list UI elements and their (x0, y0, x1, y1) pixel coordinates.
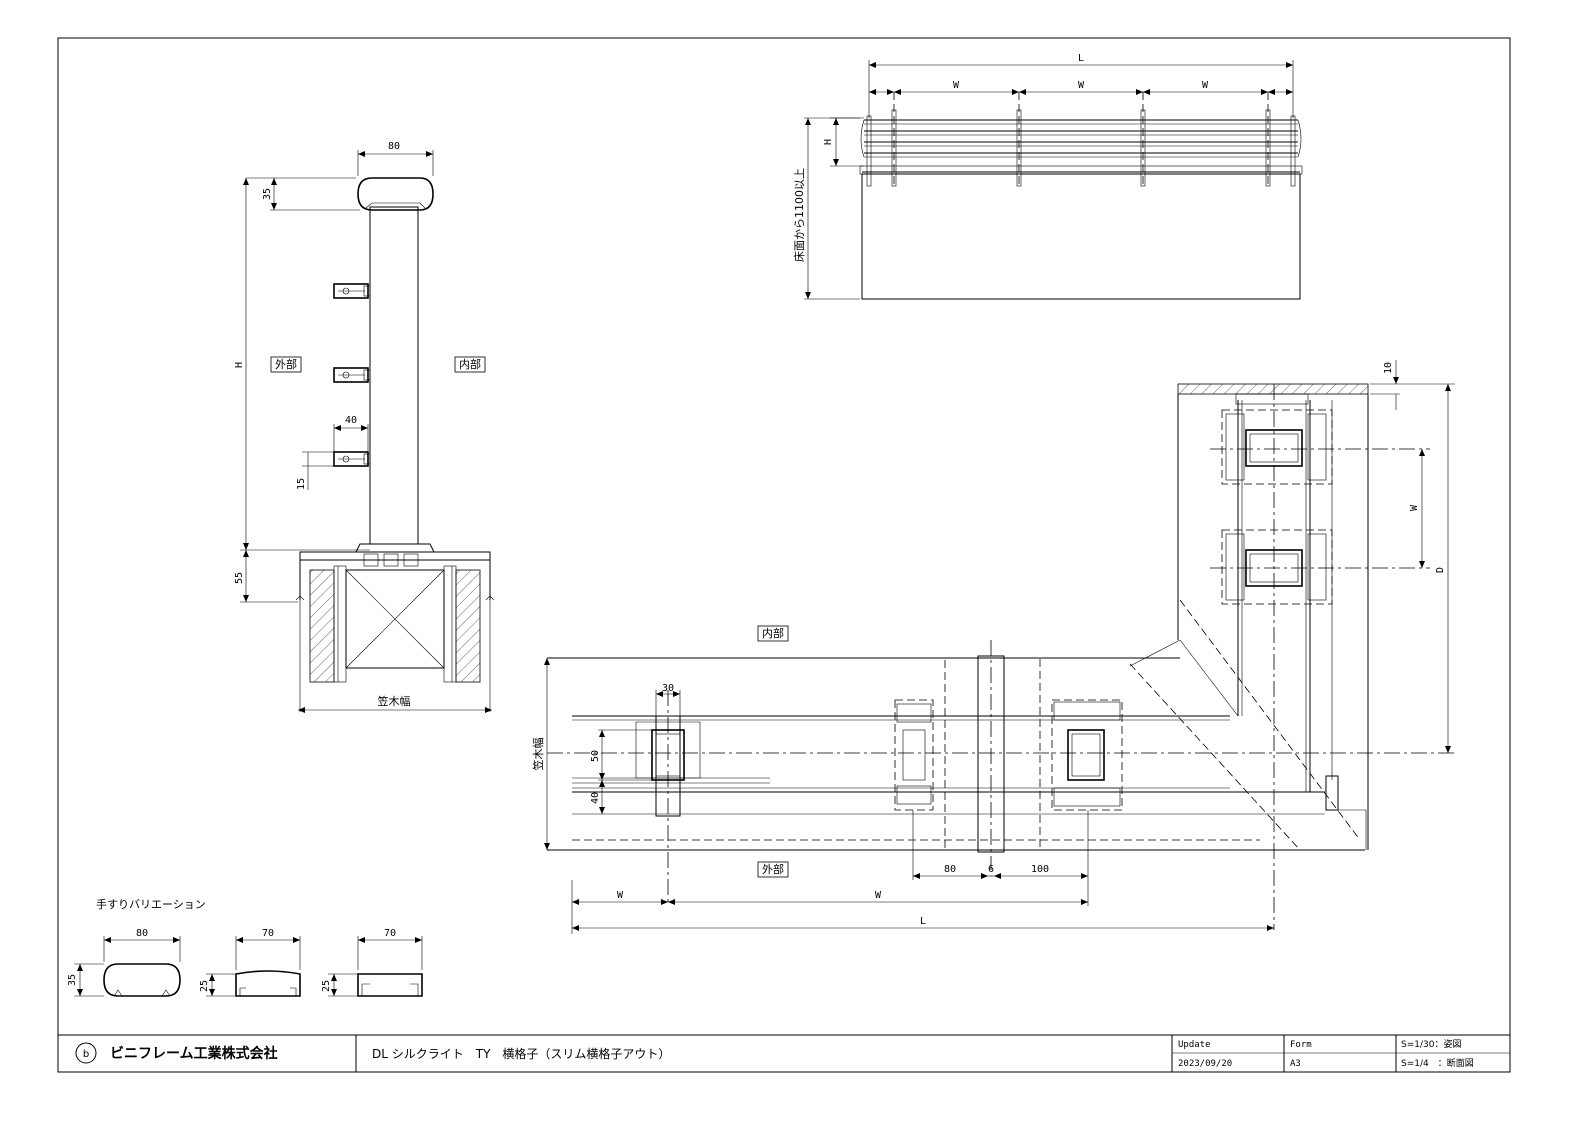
core-box (345, 569, 445, 669)
dim-kasagi-width: 笠木幅 (378, 694, 411, 708)
post (369, 206, 419, 545)
handrail-cap (357, 177, 434, 211)
variation-3-height: 25 (321, 980, 332, 992)
plan-dim-40: 40 (590, 792, 601, 804)
update-label: Update (1178, 1040, 1211, 1050)
dim-h: H (234, 362, 245, 368)
dim-55: 55 (234, 572, 245, 584)
parapet-wall (861, 173, 1301, 300)
plan-dim-100: 100 (1031, 864, 1049, 875)
plan-dim-50: 50 (590, 750, 601, 762)
scale-1: S=1/30：姿図 (1401, 1038, 1461, 1050)
horizontal-bar-1 (333, 283, 371, 299)
dim-15: 15 (296, 478, 307, 490)
label-inside: 内部 (459, 357, 481, 371)
product-name: DL シルクライト TY 横格子（スリム横格子アウト） (372, 1046, 670, 1061)
plan-dim-l: L (920, 916, 926, 927)
horizontal-bar-3 (333, 451, 371, 467)
dim-40: 40 (345, 415, 357, 426)
company-name: ビニフレーム工業株式会社 (110, 1045, 278, 1062)
plan-dim-w-mid: W (875, 890, 882, 901)
horizontal-bar-2 (333, 367, 371, 383)
variation-2-height: 25 (199, 980, 210, 992)
variation-2-width: 70 (262, 928, 274, 939)
scale-2: S=1/4 ：断面図 (1401, 1057, 1474, 1069)
company-logo: b (75, 1042, 97, 1064)
form-label: Form (1290, 1040, 1312, 1050)
plan-dim-kasagi-width: 笠木幅 (531, 738, 545, 771)
plan-post-mid (894, 640, 1123, 870)
plan-dim-10: 10 (1383, 362, 1394, 374)
elev-dim-w1: W (953, 80, 960, 91)
plan-dim-d: D (1435, 567, 1446, 573)
handrail-variations: 手すりバリエーション 80 35 70 25 (67, 897, 423, 997)
plan-view: 内部 外部 笠木幅 30 50 40 80 6 100 W W L 10 (531, 360, 1455, 934)
form-value: A3 (1290, 1059, 1301, 1069)
dim-35: 35 (262, 188, 273, 200)
plan-dim-w-left: W (617, 890, 624, 901)
plan-post-vertical-2 (1210, 529, 1430, 605)
elev-dim-h: H (823, 139, 834, 145)
plan-post-vertical-1 (1210, 409, 1430, 485)
variation-3: 70 25 (321, 928, 423, 997)
variation-3-width: 70 (384, 928, 396, 939)
plan-dim-30: 30 (662, 683, 674, 694)
plan-dim-w-right: W (1409, 504, 1420, 511)
elev-floor-label: 床面から1100以上 (792, 168, 806, 262)
plan-label-inside: 内部 (762, 626, 784, 640)
base-cover (299, 551, 491, 561)
plan-label-outside: 外部 (762, 862, 784, 876)
dim-80: 80 (388, 141, 400, 152)
variation-2: 70 25 (199, 928, 301, 997)
variation-1: 80 35 (67, 928, 181, 997)
elev-dim-w3: W (1202, 80, 1209, 91)
elevation-view: L W W W H 床面から1100以上 (792, 53, 1303, 300)
elev-dim-l: L (1078, 53, 1084, 64)
title-block: b ビニフレーム工業株式会社 DL シルクライト TY 横格子（スリム横格子アウ… (58, 1034, 1510, 1072)
svg-text:b: b (83, 1049, 89, 1060)
variation-1-height: 35 (67, 974, 78, 986)
variation-1-width: 80 (136, 928, 148, 939)
variations-title: 手すりバリエーション (96, 897, 206, 911)
elev-dim-w2: W (1078, 80, 1085, 91)
label-outside: 外部 (275, 357, 297, 371)
section-view: 80 35 H 40 15 55 笠木幅 外部 内部 (234, 141, 495, 713)
sheet-border (57, 37, 1511, 1073)
update-date: 2023/09/20 (1178, 1059, 1232, 1069)
plan-dim-6: 6 (988, 864, 994, 875)
plan-dim-80: 80 (944, 864, 956, 875)
